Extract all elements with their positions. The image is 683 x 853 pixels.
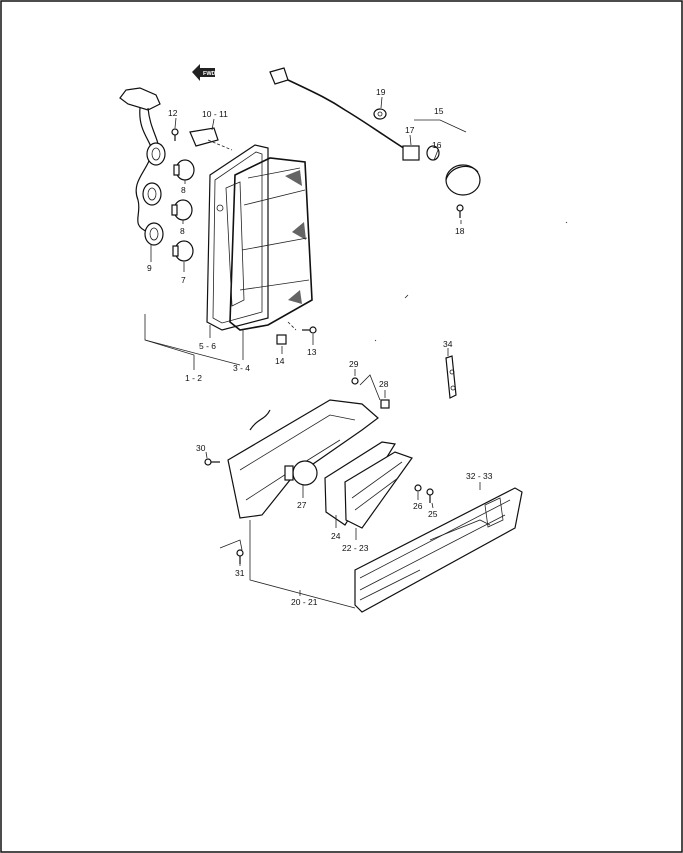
grommet-icon xyxy=(373,108,387,120)
callout-12: 12 xyxy=(168,108,178,118)
callout-16: 16 xyxy=(432,140,442,150)
lower-lamp-assembly xyxy=(204,377,523,613)
callout-8: 8 xyxy=(180,226,185,236)
callout-31: 31 xyxy=(235,568,245,578)
callout-7: 7 xyxy=(181,275,186,285)
lower-lens xyxy=(344,451,413,529)
callout-8: 8 xyxy=(181,185,186,195)
bulb-socket xyxy=(144,222,164,246)
callout-20-21: 20 - 21 xyxy=(291,597,318,607)
socket-icon xyxy=(402,145,420,161)
bulb xyxy=(426,145,440,161)
bulb xyxy=(172,240,194,262)
bulb xyxy=(171,199,193,221)
callout-10-11: 10 - 11 xyxy=(202,109,228,119)
outer-lens xyxy=(354,487,523,613)
callout-9: 9 xyxy=(147,263,152,273)
callout-30: 30 xyxy=(196,443,206,453)
clip-icon xyxy=(276,334,287,345)
lamp-connector xyxy=(269,67,289,85)
bulb xyxy=(173,159,195,181)
screw-icon xyxy=(426,488,434,503)
bulb-socket xyxy=(142,182,162,206)
leader-lines xyxy=(144,96,481,609)
screw-icon xyxy=(236,549,244,564)
rear-combination-lamp-assembly xyxy=(119,87,317,345)
callout-25: 25 xyxy=(428,509,438,519)
callout-17: 17 xyxy=(405,125,415,135)
bulb xyxy=(284,460,318,486)
lens-icon xyxy=(445,164,481,196)
callout-28: 28 xyxy=(379,379,389,389)
callout-1-2: 1 - 2 xyxy=(185,373,202,383)
screw-icon xyxy=(351,377,359,385)
callout-14: 14 xyxy=(275,356,285,366)
lower-lamp-housing xyxy=(227,399,379,519)
callout-3-4: 3 - 4 xyxy=(233,363,250,373)
callout-22-23: 22 - 23 xyxy=(342,543,369,553)
fwd-label: FWD xyxy=(203,71,216,77)
lamp-bracket xyxy=(189,127,219,147)
callout-5-6: 5 - 6 xyxy=(199,341,216,351)
callout-26: 26 xyxy=(413,501,423,511)
harness-connector xyxy=(119,87,161,111)
callout-24: 24 xyxy=(331,531,341,541)
callout-29: 29 xyxy=(349,359,359,369)
lamp-gasket xyxy=(206,144,269,331)
washer-icon xyxy=(414,484,422,492)
callout-32-33: 32 - 33 xyxy=(466,471,493,481)
callout-27: 27 xyxy=(297,500,307,510)
lamp-lens xyxy=(229,157,313,331)
callout-34: 34 xyxy=(443,339,453,349)
callout-18: 18 xyxy=(455,226,465,236)
screw-icon xyxy=(456,204,464,218)
callout-19: 19 xyxy=(376,87,386,97)
screw-icon xyxy=(302,326,317,334)
fwd-arrow-icon: FWD xyxy=(192,64,216,81)
callout-15: 15 xyxy=(434,106,444,116)
bulb-socket xyxy=(146,142,166,166)
nut-icon xyxy=(380,399,390,409)
mounting-bracket xyxy=(445,355,457,399)
screw-icon xyxy=(171,128,179,141)
side-lamp-assembly xyxy=(269,67,481,218)
screw-icon xyxy=(204,458,220,466)
callout-labels: 12 10 - 11 8 8 9 7 5 - 6 3 - 4 1 - 2 14 … xyxy=(147,87,493,607)
callout-13: 13 xyxy=(307,347,317,357)
